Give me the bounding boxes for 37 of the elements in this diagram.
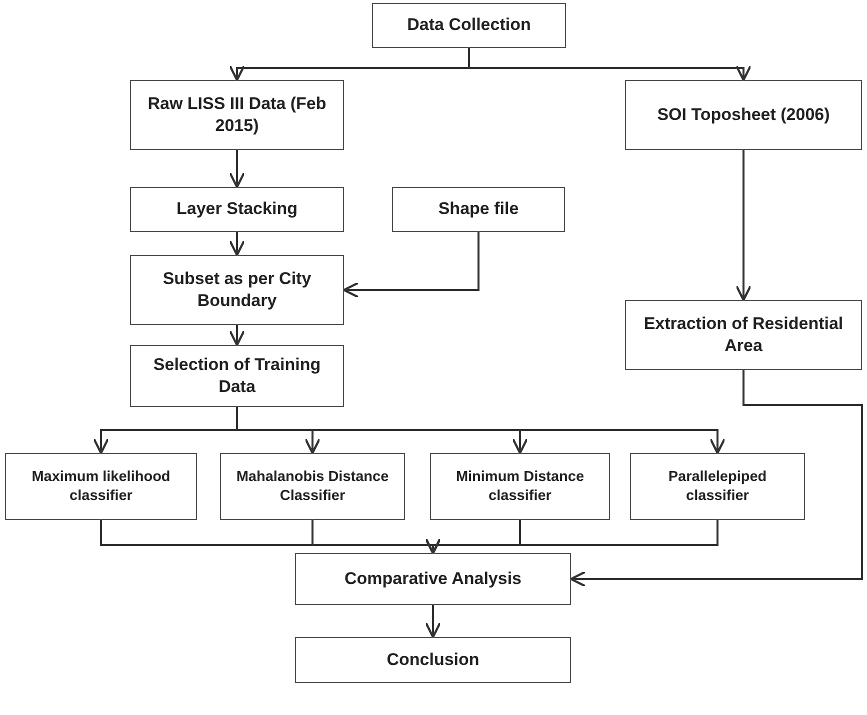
arrow [735, 150, 752, 302]
box-label: Maximum likelihood classifier [30, 468, 172, 506]
process-box [130, 255, 344, 325]
box-label: Layer Stacking [176, 198, 298, 220]
box-label: Subset as per City Boundary [162, 268, 312, 312]
box-label: Conclusion [386, 648, 480, 671]
process-box [220, 453, 405, 520]
box-label: Comparative Analysis [344, 568, 522, 590]
process-box [295, 637, 571, 683]
box-label: Data Collection [407, 14, 531, 36]
process-box [430, 453, 610, 520]
arrow [468, 48, 752, 82]
process-box [130, 80, 344, 150]
arrow [228, 232, 246, 256]
process-box [295, 553, 571, 605]
arrow [424, 605, 442, 638]
process-box [392, 187, 565, 232]
process-box [625, 300, 862, 370]
arrow [570, 370, 863, 588]
process-box [130, 187, 344, 232]
process-box [130, 345, 344, 407]
box-label: SOI Toposheet (2006) [657, 104, 830, 126]
box-label: Parallelepiped classifier [667, 468, 768, 506]
process-box [630, 453, 805, 520]
arrow [424, 520, 718, 554]
process-box [5, 453, 197, 520]
box-label: Mahalanobis Distance Classifier [235, 468, 390, 506]
arrow [228, 150, 246, 188]
box-label: Extraction of Residential Area [642, 312, 844, 357]
process-box [625, 80, 862, 150]
box-label: Shape file [438, 198, 519, 220]
arrow [342, 232, 480, 298]
process-box [372, 3, 566, 48]
arrow [228, 325, 246, 346]
box-label: Selection of Training Data [152, 354, 322, 398]
box-label: Minimum Distance classifier [454, 468, 586, 506]
box-label: Raw LISS III Data (Feb 2015) [146, 92, 328, 137]
